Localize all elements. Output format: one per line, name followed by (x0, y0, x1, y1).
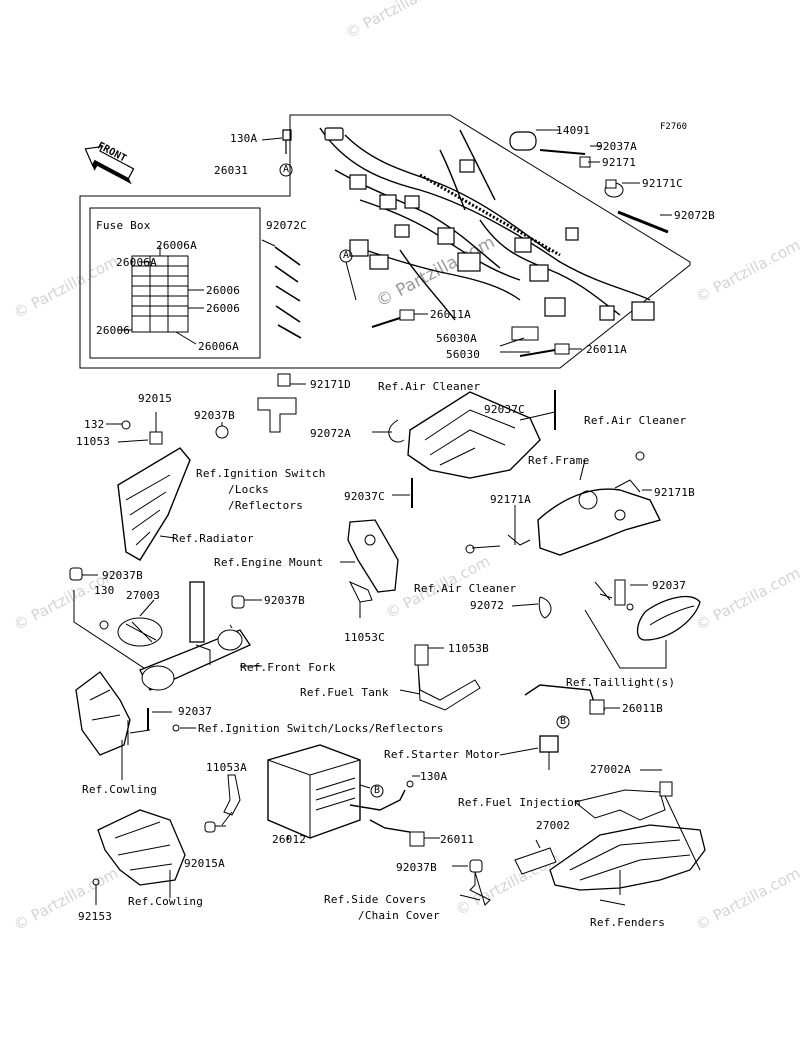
part-label-130a: 130A (420, 770, 448, 783)
harness-outline (79, 114, 691, 369)
diagram-code: F2760 (660, 122, 688, 132)
part-label-26006: 26006 (206, 302, 241, 315)
part-label-92037b: 92037B (396, 861, 437, 874)
part-label-92015: 92015 (138, 392, 173, 405)
part-label-26031: 26031 (214, 164, 249, 177)
ref-fenders: Ref.Fenders (590, 916, 666, 929)
part-label-26006a: 26006A (198, 340, 239, 353)
ref-ignition-switch: Ref.Ignition Switch (196, 467, 326, 480)
part-label-26006a: 26006A (156, 239, 197, 252)
part-label-92171c: 92171C (642, 177, 683, 190)
part-label-92037: 92037 (178, 705, 213, 718)
part-label-26006a: 26006A (116, 256, 157, 269)
ref-fuel-injection: Ref.Fuel Injection (458, 796, 581, 809)
ref-frame: Ref.Frame (528, 454, 590, 467)
part-label-92072b: 92072B (674, 209, 715, 222)
part-label-56030a: 56030A (436, 332, 477, 345)
part-label-26011a: 26011A (586, 343, 627, 356)
callout-a: A (343, 250, 350, 261)
part-label-92015a: 92015A (184, 857, 225, 870)
part-label-26012: 26012 (272, 833, 307, 846)
ref-cowling: Ref.Cowling (128, 895, 204, 908)
part-label-11053: 11053 (76, 435, 111, 448)
fuse-box-title: Fuse Box (96, 219, 151, 232)
ref-ignition-long: Ref.Ignition Switch/Locks/Reflectors (198, 722, 444, 735)
part-label-92171b: 92171B (654, 486, 695, 499)
part-label-26006: 26006 (206, 284, 241, 297)
ref-cowling: Ref.Cowling (82, 783, 158, 796)
part-label-26011a: 26011A (430, 308, 471, 321)
part-label-14091: 14091 (556, 124, 591, 137)
ref-engine-mount: Ref.Engine Mount (214, 556, 324, 569)
ref-side-covers: Ref.Side Covers (324, 893, 427, 906)
part-label-26011: 26011 (440, 833, 475, 846)
part-label-130a: 130A (230, 132, 258, 145)
part-label-27003: 27003 (126, 589, 161, 602)
part-label-92171a: 92171A (490, 493, 531, 506)
part-label-92037b: 92037B (194, 409, 235, 422)
part-label-92072: 92072 (470, 599, 505, 612)
ref-starter-motor: Ref.Starter Motor (384, 748, 500, 761)
callout-b: B (560, 716, 567, 727)
ref-radiator: Ref.Radiator (172, 532, 254, 545)
part-label-92037c: 92037C (344, 490, 385, 503)
ref-ignition-locks: /Locks (228, 483, 269, 496)
part-label-92171: 92171 (602, 156, 637, 169)
part-label-92072a: 92072A (310, 427, 351, 440)
part-label-132: 132 (84, 418, 105, 431)
part-label-92072c: 92072C (266, 219, 307, 232)
front-arrow (84, 145, 135, 185)
part-label-130: 130 (94, 584, 115, 597)
part-label-92037b: 92037B (264, 594, 305, 607)
ref-air-cleaner: Ref.Air Cleaner (414, 582, 517, 595)
ref-front-fork: Ref.Front Fork (240, 661, 336, 674)
callout-b: B (374, 785, 381, 796)
part-label-92153: 92153 (78, 910, 113, 923)
part-label-27002a: 27002A (590, 763, 631, 776)
part-label-92037c: 92037C (484, 403, 525, 416)
ref-air-cleaner: Ref.Air Cleaner (378, 380, 481, 393)
part-label-92037b: 92037B (102, 569, 143, 582)
part-label-92171d: 92171D (310, 378, 351, 391)
part-label-11053b: 11053B (448, 642, 489, 655)
part-label-11053c: 11053C (344, 631, 385, 644)
ref-air-cleaner: Ref.Air Cleaner (584, 414, 687, 427)
ref-chain-cover: /Chain Cover (358, 909, 440, 922)
part-label-92037a: 92037A (596, 140, 637, 153)
part-label-27002: 27002 (536, 819, 571, 832)
part-label-92037: 92037 (652, 579, 687, 592)
part-label-26011b: 26011B (622, 702, 663, 715)
part-label-26006: 26006 (96, 324, 131, 337)
ref-taillights: Ref.Taillight(s) (566, 676, 676, 689)
part-label-11053a: 11053A (206, 761, 247, 774)
ref-fuel-tank: Ref.Fuel Tank (300, 686, 389, 699)
callout-a: A (283, 164, 290, 175)
fuse-box-frame (89, 207, 261, 359)
ref-ignition-reflectors: /Reflectors (228, 499, 304, 512)
part-label-56030: 56030 (446, 348, 481, 361)
